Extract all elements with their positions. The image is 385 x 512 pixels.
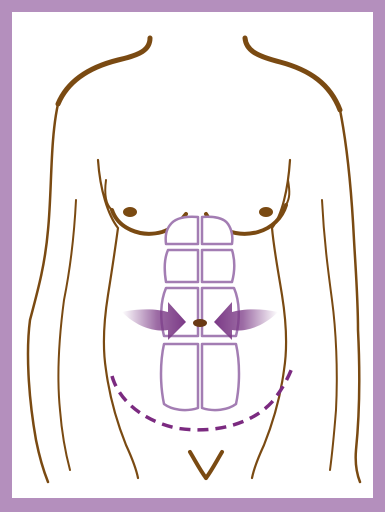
muscle-segment-right-4 (202, 344, 239, 410)
navel (193, 319, 207, 327)
right-nipple (259, 207, 273, 217)
muscle-segment-left-2 (165, 250, 198, 282)
muscle-segment-left-4 (161, 344, 198, 410)
left-nipple (123, 207, 137, 217)
muscle-segment-right-1 (202, 217, 232, 244)
muscle-segment-right-2 (202, 250, 234, 282)
nipples (123, 207, 273, 217)
muscle-segment-left-1 (166, 217, 198, 244)
